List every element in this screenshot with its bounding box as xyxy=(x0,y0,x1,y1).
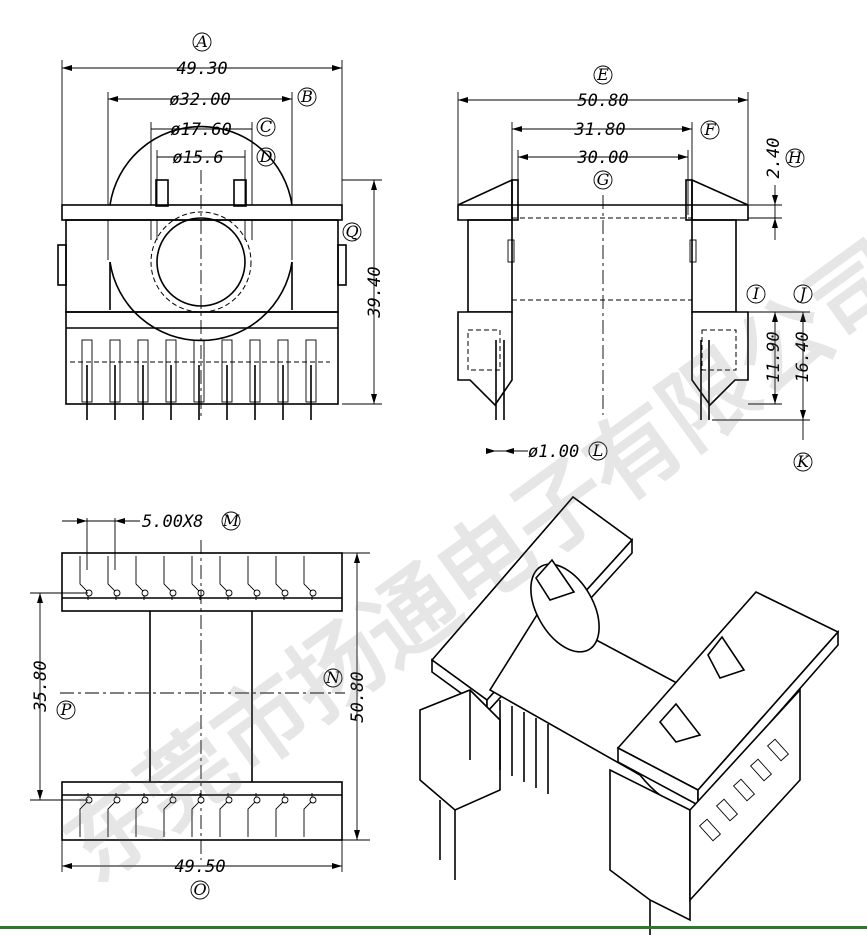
dim-m-value: 5.00X8 xyxy=(142,512,203,532)
dim-j-letter: J xyxy=(797,284,808,303)
isometric-view xyxy=(419,495,840,935)
dim-e-letter: E xyxy=(596,65,609,84)
dim-o-letter: O xyxy=(193,880,206,899)
front-view: A 49.30 ø32.00 B ø17.60 C ø15.6 D xyxy=(57,32,385,420)
dim-c-letter: C xyxy=(260,117,272,136)
dim-k-letter: K xyxy=(796,452,810,471)
side-view: E 50.80 31.80 F 30.00 G xyxy=(457,65,813,472)
dim-h-value: 2.40 xyxy=(764,138,784,179)
dim-c-value: ø17.60 xyxy=(170,120,231,140)
dim-a-letter: A xyxy=(194,32,208,51)
dim-p-value: 35.80 xyxy=(31,660,51,712)
dim-n-value: 50.80 xyxy=(348,671,368,722)
dim-n-letter: N xyxy=(325,668,341,687)
dim-l-value: ø1.00 xyxy=(528,442,579,462)
dim-l-letter: L xyxy=(592,441,604,460)
dim-f-value: 31.80 xyxy=(573,120,625,140)
dim-o-value: 49.50 xyxy=(174,857,225,877)
dim-f-letter: F xyxy=(703,120,716,139)
dim-q-letter: Q xyxy=(345,222,358,241)
dim-q-value: 39.40 xyxy=(365,266,385,318)
dim-b-letter: B xyxy=(300,87,313,106)
top-view: 5.00X8 M xyxy=(30,511,370,900)
dim-d-letter: D xyxy=(259,147,273,166)
dim-g-value: 30.00 xyxy=(576,148,628,168)
dim-p-letter: P xyxy=(60,700,72,719)
dim-e-value: 50.80 xyxy=(577,91,628,111)
dim-j-value: 16.40 xyxy=(793,331,813,382)
dim-g-letter: G xyxy=(597,170,610,189)
dim-i-letter: I xyxy=(752,284,760,303)
dim-d-value: ø15.6 xyxy=(172,148,223,168)
dim-a-value: 49.30 xyxy=(176,59,227,79)
dim-i-value: 11.90 xyxy=(764,331,784,382)
dim-b-value: ø32.00 xyxy=(169,90,230,110)
bottom-rule xyxy=(0,926,867,929)
dim-m-letter: M xyxy=(222,511,240,530)
dim-h-letter: H xyxy=(787,148,803,167)
